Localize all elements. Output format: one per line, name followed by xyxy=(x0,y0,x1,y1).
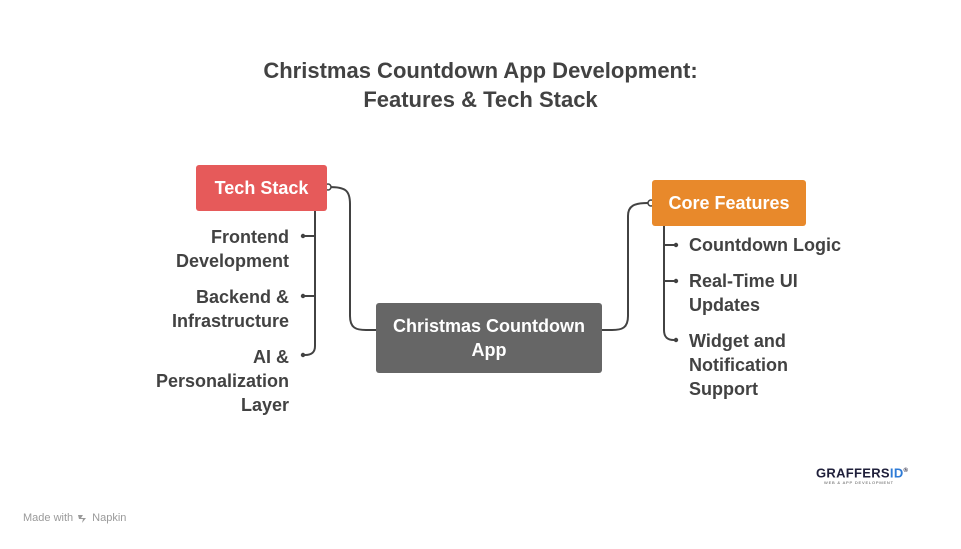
title-line-1: Christmas Countdown App Development: xyxy=(263,58,698,83)
center-node-line-2: App xyxy=(471,340,507,360)
connector-core-items xyxy=(663,225,675,341)
logo-registered-mark: ® xyxy=(903,468,909,474)
tech-item-ai-line-3: Layer xyxy=(240,395,289,415)
tech-stack-label: Tech Stack xyxy=(214,177,309,198)
core-item-realtime-ui-line-2: Updates xyxy=(689,295,761,315)
core-item-countdown-logic: Countdown Logic xyxy=(689,233,841,257)
tech-item-ai: AI & Personalization Layer xyxy=(156,345,289,417)
footer-made-with: Made with xyxy=(23,512,74,524)
core-item-realtime-ui: Real-Time UI Updates xyxy=(689,269,798,317)
core-features-label: Core Features xyxy=(668,192,790,213)
logo-tagline: WEB & APP DEVELOPMENT xyxy=(824,480,894,486)
connector-tech-items xyxy=(304,210,316,356)
core-features-node: Core Features xyxy=(652,180,806,226)
tech-item-backend-line-2: Infrastructure xyxy=(171,311,289,331)
tech-item-backend-line-1: Backend & xyxy=(195,287,289,307)
connector-tech-to-center xyxy=(328,186,377,331)
center-node: Christmas Countdown App xyxy=(376,303,602,373)
bullet-core-3 xyxy=(673,337,679,343)
core-item-countdown-logic-line-1: Countdown Logic xyxy=(689,235,841,255)
tech-item-ai-line-1: AI & xyxy=(253,347,289,367)
bullet-tech-1 xyxy=(300,233,306,239)
napkin-icon xyxy=(78,514,87,523)
bullet-core-2 xyxy=(673,278,679,284)
center-node-line-1: Christmas Countdown xyxy=(393,316,585,336)
bullet-tech-2 xyxy=(300,293,306,299)
diagram-title: Christmas Countdown App Development: Fea… xyxy=(0,56,961,114)
logo-text-main: GRAFFERS xyxy=(816,465,890,481)
tech-item-frontend: Frontend Development xyxy=(176,225,289,273)
core-item-realtime-ui-line-1: Real-Time UI xyxy=(689,271,798,291)
graffersid-logo: GRAFFERSID® WEB & APP DEVELOPMENT xyxy=(816,464,909,488)
tech-item-ai-line-2: Personalization xyxy=(155,371,289,391)
connector-center-to-core xyxy=(601,202,649,331)
core-item-widget-line-2: Notification xyxy=(689,355,788,375)
bullet-tech-3 xyxy=(300,352,306,358)
core-item-widget-line-1: Widget and xyxy=(689,331,786,351)
bullet-core-1 xyxy=(673,242,679,248)
title-line-2: Features & Tech Stack xyxy=(363,87,598,112)
tech-item-frontend-line-2: Development xyxy=(175,251,289,271)
logo-wordmark: GRAFFERSID® xyxy=(816,464,909,481)
tech-item-backend: Backend & Infrastructure xyxy=(172,285,289,333)
logo-text-accent: ID xyxy=(889,465,904,481)
core-item-widget-line-3: Support xyxy=(689,379,758,399)
core-item-widget-notification: Widget and Notification Support xyxy=(689,329,788,401)
footer-brand: Napkin xyxy=(92,512,127,524)
made-with-napkin-footer: Made with Napkin xyxy=(23,512,126,524)
tech-stack-node: Tech Stack xyxy=(196,165,327,211)
tech-item-frontend-line-1: Frontend xyxy=(211,227,289,247)
